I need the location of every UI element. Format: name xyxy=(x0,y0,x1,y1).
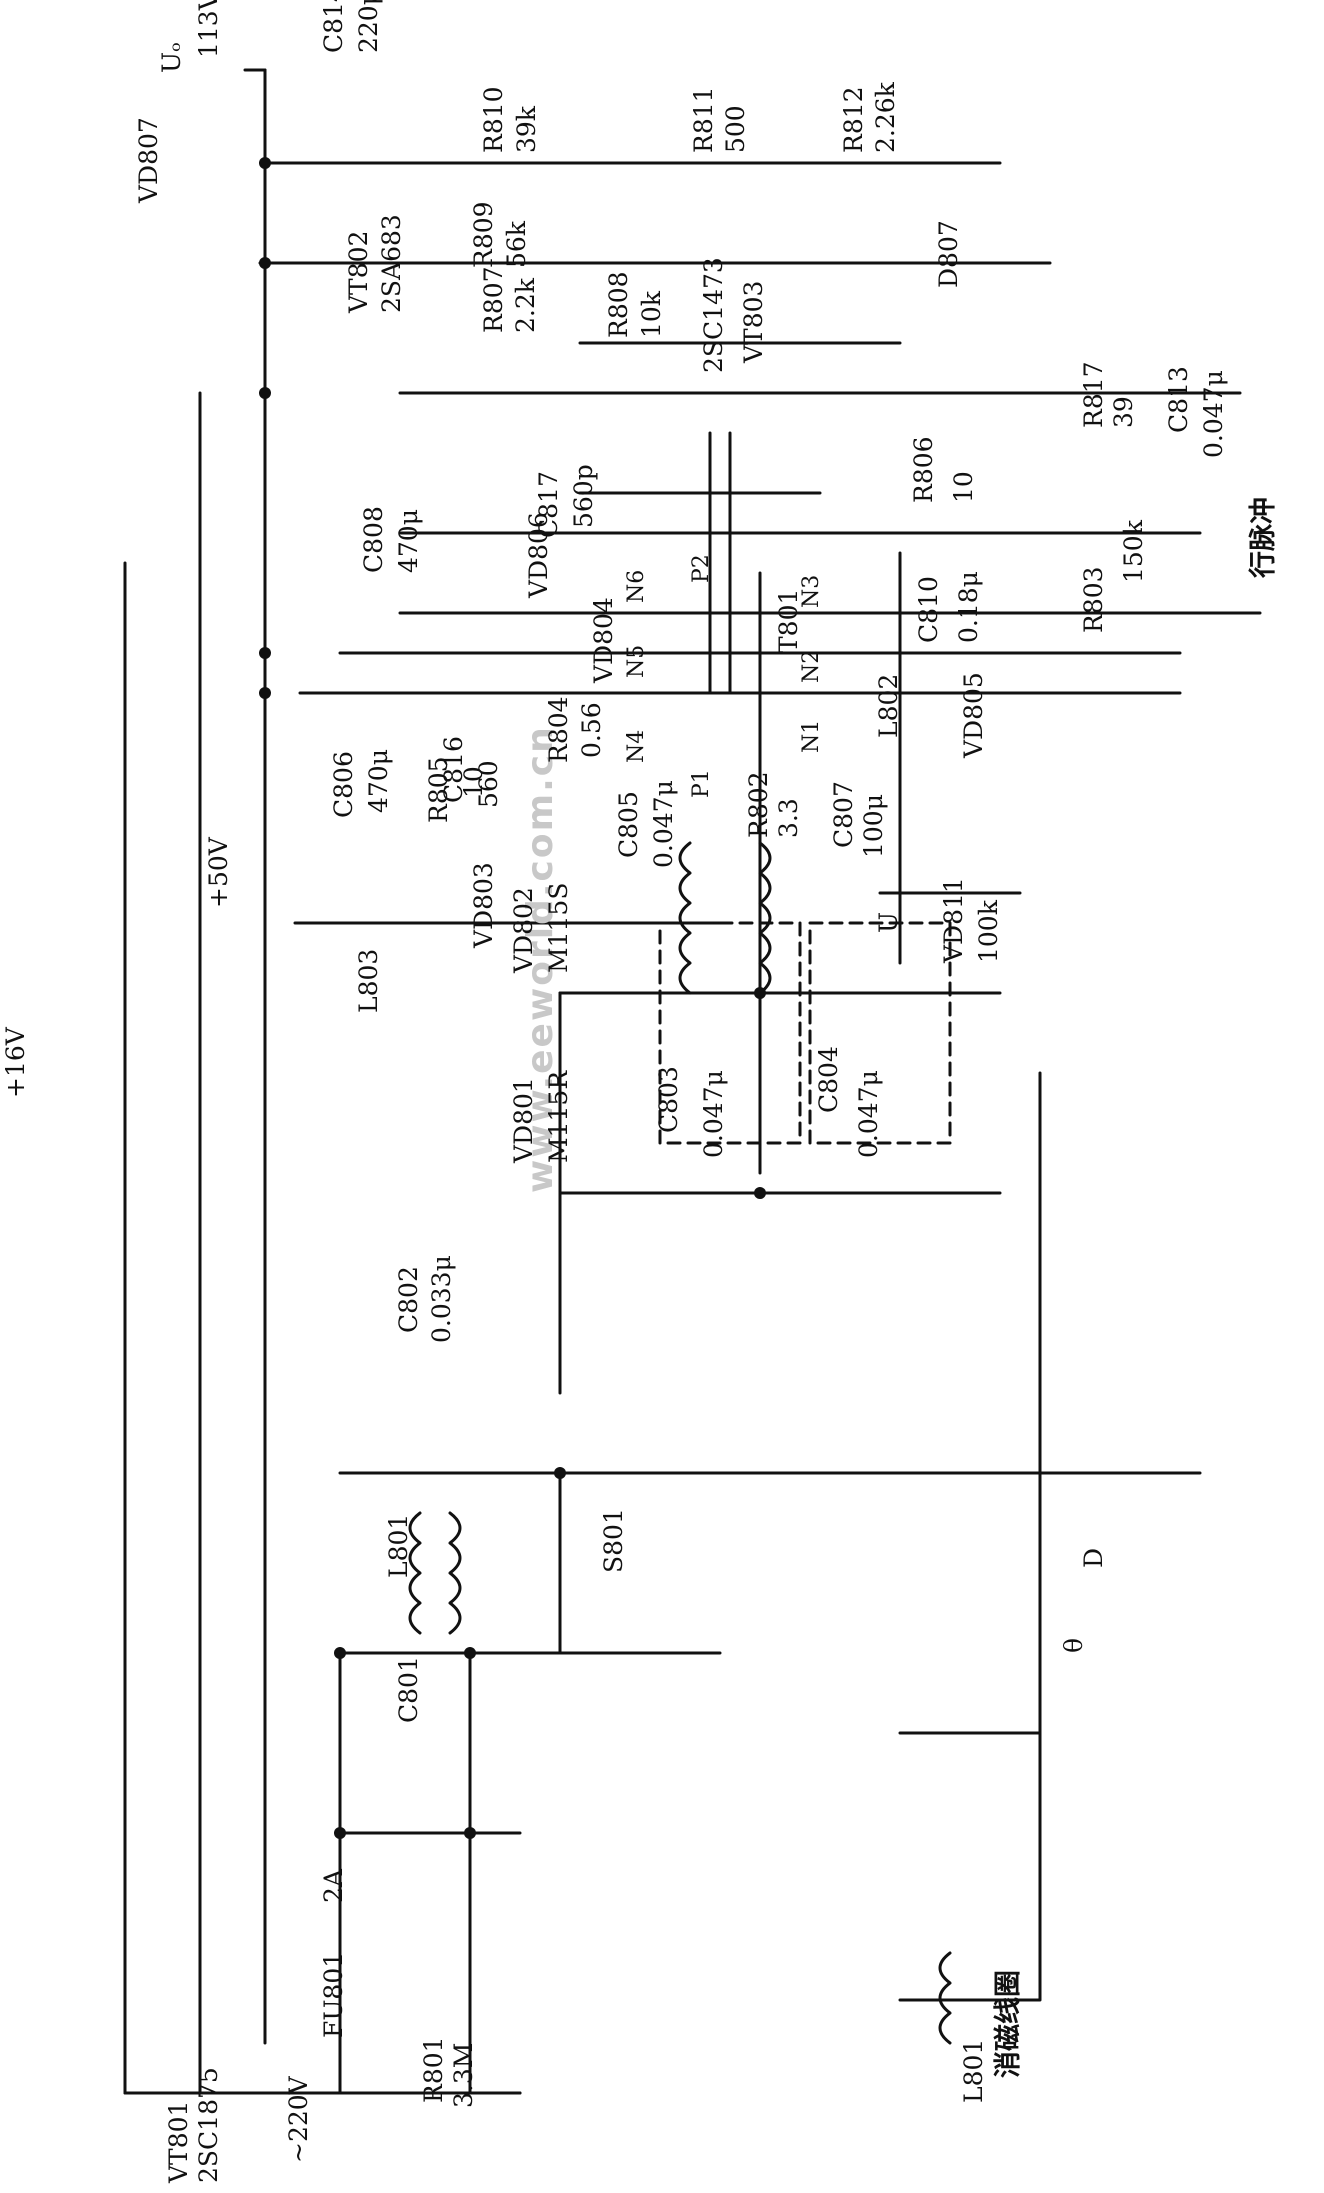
c810-ref: C810 xyxy=(914,576,943,643)
vd802-ref: VD802 xyxy=(509,887,538,973)
line-pulse-label: 行脉冲 xyxy=(1248,497,1279,578)
l803-ref: L803 xyxy=(354,948,383,1013)
vd811-u: U xyxy=(874,911,903,933)
r806-ref: R806 xyxy=(909,436,938,503)
r808-value: 10k xyxy=(637,291,666,338)
c814-ref: C814 xyxy=(319,0,348,53)
t801-n2: N2 xyxy=(799,649,824,683)
c802-value: 0.033μ xyxy=(427,1255,456,1343)
r803-value: 150k xyxy=(1119,520,1148,583)
fu801-ref: FU801 xyxy=(319,1951,348,2038)
c803-ref: C803 xyxy=(654,1066,683,1133)
c813-value: 0.047μ xyxy=(1199,370,1228,458)
r805-value: 10 xyxy=(459,766,488,798)
ac-input-label: ~220V xyxy=(284,2076,313,2163)
vd811-ref: VD811 xyxy=(939,877,968,963)
vd801-ref: VD801 xyxy=(509,1077,538,1163)
vt801-ref: VT801 xyxy=(164,2100,193,2183)
r810-value: 39k xyxy=(512,106,541,153)
vt802-ref: VT802 xyxy=(344,230,373,313)
r807-ref: R807 xyxy=(479,266,508,333)
t801-p1: P1 xyxy=(689,769,714,798)
r809-ref: R809 xyxy=(469,201,498,268)
r804-value: 0.56 xyxy=(577,702,606,758)
degauss-coil-ref: L801 xyxy=(959,2038,988,2103)
vt803-ref: VT803 xyxy=(739,280,768,363)
vd802-part: M115S xyxy=(544,882,573,973)
r808-ref: R808 xyxy=(604,271,633,338)
c802-ref: C802 xyxy=(394,1266,423,1333)
t801-n5: N5 xyxy=(624,644,649,678)
vt802-part: 2SA683 xyxy=(377,214,406,313)
c807-ref: C807 xyxy=(829,781,858,848)
c805-ref: C805 xyxy=(614,791,643,858)
plus50-label: +50V xyxy=(204,837,233,908)
c814-value: 220μ xyxy=(354,0,383,53)
thermistor-value: D xyxy=(1079,1547,1108,1568)
t801-n6: N6 xyxy=(624,569,649,603)
c805-value: 0.047μ xyxy=(649,780,678,868)
c806-value: 470μ xyxy=(364,749,393,813)
c801-ref: C801 xyxy=(394,1656,423,1723)
r812-ref: R812 xyxy=(839,86,868,153)
vd805-ref: VD805 xyxy=(959,672,988,758)
c808-value: 470μ xyxy=(394,509,423,573)
t801-n1: N1 xyxy=(799,719,824,753)
c810-value: 0.18μ xyxy=(954,571,983,643)
d807-ref: D807 xyxy=(934,220,963,288)
r806-value: 10 xyxy=(949,471,978,503)
l801-filter-ref: L801 xyxy=(384,1513,413,1578)
vt803-part: 2SC1473 xyxy=(699,257,728,373)
c803-value: 0.047μ xyxy=(699,1070,728,1158)
r803-ref: R803 xyxy=(1079,566,1108,633)
t801-n4: N4 xyxy=(624,729,649,763)
uo-value: 113V xyxy=(194,0,223,58)
s801-ref: S801 xyxy=(599,1508,628,1573)
r809-value: 56k xyxy=(502,221,531,268)
vt801-part: 2SC1875 xyxy=(194,2067,223,2183)
plus16-label: +16V xyxy=(1,1027,30,1098)
c804-ref: C804 xyxy=(814,1046,843,1113)
c808-ref: C808 xyxy=(359,506,388,573)
vd804-ref: VD804 xyxy=(589,597,618,683)
r810-ref: R810 xyxy=(479,86,508,153)
c806-ref: C806 xyxy=(329,751,358,818)
r811-value: 500 xyxy=(721,105,750,153)
t801-n3: N3 xyxy=(799,574,824,608)
r817-ref: R817 xyxy=(1079,361,1108,428)
fu801-value: 2A xyxy=(319,1869,348,1903)
r801-value: 3.3M xyxy=(449,2042,478,2108)
vd811-value: 100k xyxy=(974,900,1003,963)
c804-value: 0.047μ xyxy=(854,1070,883,1158)
r811-ref: R811 xyxy=(689,86,718,153)
r817-value: 39 xyxy=(1109,396,1138,428)
t801-p2: P2 xyxy=(689,554,714,583)
r807-value: 2.2k xyxy=(511,278,540,333)
c817-ref: C817 xyxy=(534,471,563,538)
r802-value: 3.3 xyxy=(774,798,803,838)
r801-ref: R801 xyxy=(419,2036,448,2103)
l802-ref: L802 xyxy=(874,673,903,738)
r802-ref: R802 xyxy=(744,771,773,838)
c813-ref: C813 xyxy=(1164,366,1193,433)
vd801-part: M115R xyxy=(544,1070,573,1163)
r812-value: 2.26k xyxy=(871,82,900,153)
uo-label: Uₒ xyxy=(157,42,186,73)
vd807-ref: VD807 xyxy=(134,117,163,203)
thermistor-theta: θ xyxy=(1059,1637,1088,1653)
r804-ref: R804 xyxy=(544,696,573,763)
c807-value: 100μ xyxy=(859,794,888,858)
degauss-coil-name: 消磁线圈 xyxy=(993,1970,1024,2078)
c817-value: 560p xyxy=(569,464,598,528)
vd803-ref: VD803 xyxy=(469,862,498,948)
r805-ref: R805 xyxy=(424,756,453,823)
